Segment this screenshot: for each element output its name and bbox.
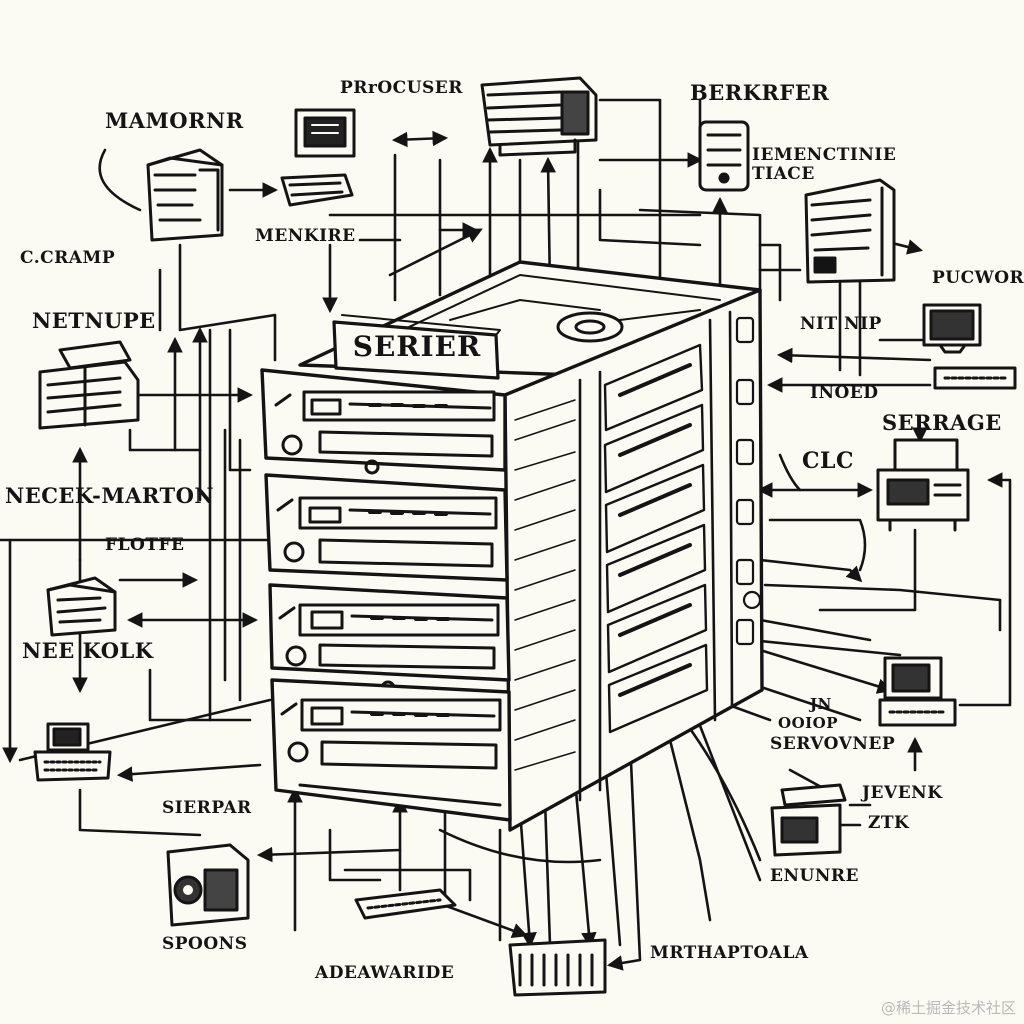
label-clc: CLC [802,448,854,474]
server-unit-1 [260,368,507,475]
watermark: @稀土掘金技术社区 [880,999,1016,1017]
label-tiace: TIACE [752,164,815,184]
device-left-bottom [33,722,112,782]
device-left-cube [46,576,117,637]
device-bottom-rack [508,938,607,997]
label-menkire: MENKIRE [255,226,356,246]
server-stack [260,260,764,832]
label-pucwor: PUCWOR [932,268,1024,288]
label-flotfe: FLOTFE [105,535,185,555]
label-berkrfer: BERKRFER [690,80,830,105]
device-top-center [480,76,598,157]
server-sign-plate [332,320,500,380]
device-bottom-tray [354,888,457,920]
label-procuser: PRrOCUSER [340,78,463,98]
server-unit-4 [270,678,512,822]
label-sierpar: SIERPAR [162,798,252,818]
label-nee-kolk: NEE KOLK [22,638,154,663]
label-iemenctinie: IEMENCTINIE [752,145,897,165]
device-right-bottom [878,656,957,727]
label-servovnep: SERVOVNEP [770,734,896,754]
device-right-flat [933,366,1017,390]
device-box-top-left [146,148,224,242]
label-jevenk: JEVENK [862,783,943,803]
label-enunre: ENUNRE [770,866,859,886]
monitor-top [280,108,356,207]
label-ztk: ZTK [868,813,910,833]
label-inoed: INOED [810,383,879,403]
label-spoons: SPOONS [162,934,248,954]
server-unit-3 [268,583,511,696]
label-serrage: SERRAGE [882,410,1002,435]
device-top-right [698,120,750,192]
label-netnupe: NETNUPE [32,308,156,333]
speaker-device [166,843,250,927]
label-odiop: OOIOP [778,714,838,732]
label-mrthaptoala: MRTHAPTOALA [650,943,809,963]
label-c-cramp: C.CRAMP [20,248,116,268]
label-jn: JN [810,695,832,713]
server-unit-2 [264,473,509,582]
label-mamornr: MAMORNR [105,108,244,133]
label-necek-marton: NECEK-MARTON [5,483,215,508]
connector-lines [0,98,1012,971]
device-right-printer [876,438,970,532]
monitor-right [922,303,982,354]
server-sign-label: SERIER [352,329,482,363]
label-nit-nip: NIT NIP [800,314,882,334]
device-left-stack [38,340,140,430]
label-adeawarede: ADEAWARIDE [315,963,455,983]
tower-right [804,178,896,284]
device-right-lower [770,783,847,857]
